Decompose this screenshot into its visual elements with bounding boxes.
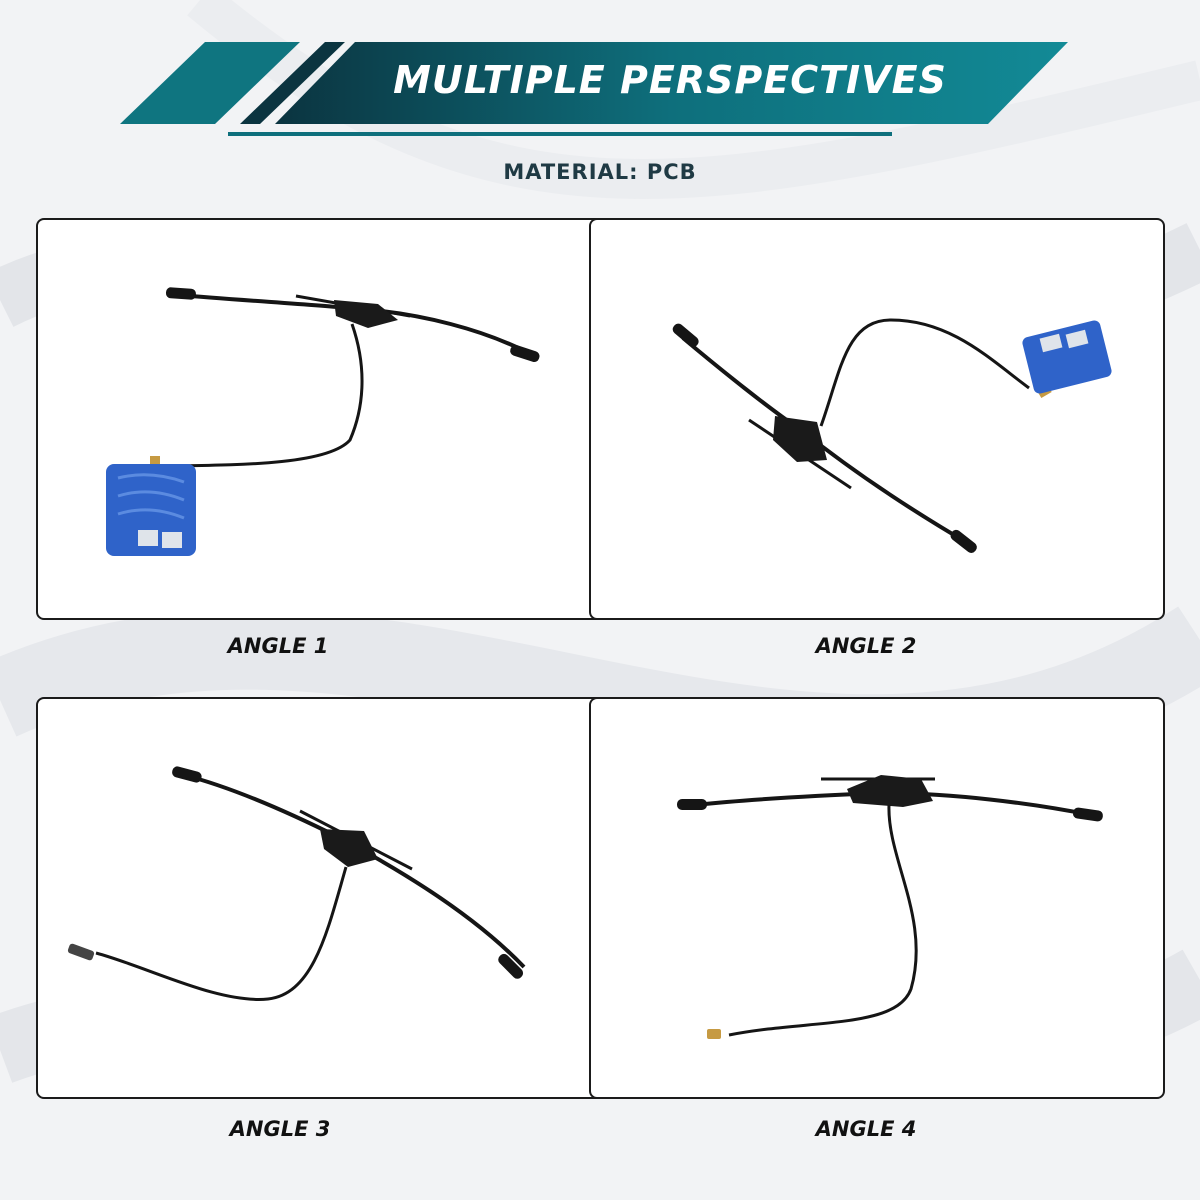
angle-4-caption: ANGLE 4 — [815, 1117, 917, 1141]
antenna-receiver-image-3 — [67, 766, 526, 1001]
antenna-receiver-image-2 — [672, 318, 1112, 553]
angle-1-caption: ANGLE 1 — [227, 634, 329, 658]
angle-4-panel — [589, 697, 1165, 1099]
angle-2-panel — [589, 218, 1165, 620]
header-banner — [120, 42, 1068, 136]
angle-2-caption: ANGLE 2 — [815, 634, 917, 658]
antenna-receiver-image-1 — [106, 287, 540, 556]
angle-1-panel — [36, 218, 612, 620]
angle-3-caption: ANGLE 3 — [229, 1117, 331, 1141]
material-subtitle: MATERIAL: PCB — [503, 160, 697, 184]
banner-title: MULTIPLE PERSPECTIVES — [393, 58, 947, 102]
angle-3-panel — [36, 697, 612, 1099]
antenna-receiver-image-4 — [677, 775, 1103, 1039]
